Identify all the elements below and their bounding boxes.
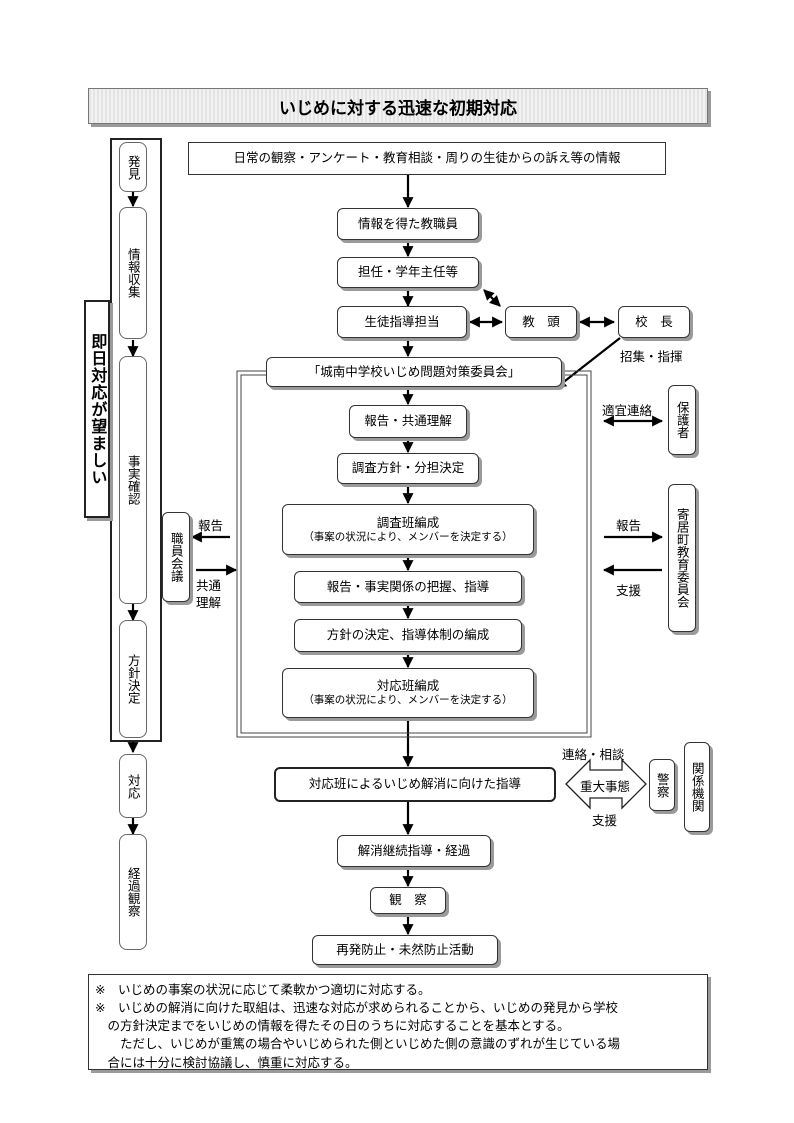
taiohan-box: 対応班編成 （事案の状況により、メンバーを決定する） [282, 668, 534, 718]
shokuin-kaigi-box: 職員会議 [162, 512, 190, 602]
stage-jijitsu: 事実確認 [119, 356, 147, 604]
kankei-kikan-text: 関係機関 [689, 762, 705, 812]
tekigi-renraku-label: 適宜連絡 [602, 403, 653, 418]
staff-box: 情報を得た教職員 [337, 208, 479, 240]
houkoku-left-label: 報告 [198, 518, 224, 533]
hoshin-kettei-box: 方針の決定、指導体制の編成 [294, 619, 522, 652]
info-source-box: 日常の観察・アンケート・教育相談・周りの生徒からの訴え等の情報 [188, 142, 666, 175]
stage-label: 情報収集 [125, 248, 141, 298]
info-source-text: 日常の観察・アンケート・教育相談・周りの生徒からの訴え等の情報 [233, 150, 621, 166]
kankei-kikan-box: 関係機関 [684, 742, 710, 832]
staff-text: 情報を得た教職員 [357, 215, 458, 231]
houkoku-right-label: 報告 [616, 518, 642, 533]
kaisho-text: 解消継続指導・経過 [357, 842, 471, 858]
sokujitsu-frame [110, 138, 162, 742]
shokuin-kaigi-text: 職員会議 [168, 532, 184, 582]
stage-label: 対応 [125, 773, 141, 799]
stage-hakken: 発見 [119, 142, 147, 192]
committee-box: 「城南中学校いじめ問題対策委員会」 [266, 357, 562, 387]
stage-keika: 経過観察 [119, 834, 147, 950]
houkoku-kyotsu-box: 報告・共通理解 [349, 405, 467, 438]
stage-taio: 対応 [119, 754, 147, 818]
houkoku-kyotsu-text: 報告・共通理解 [364, 413, 452, 429]
chosahan-sub-text: （事案の状況により、メンバーを決定する） [303, 530, 513, 543]
hoshin-kettei-text: 方針の決定、指導体制の編成 [326, 627, 490, 643]
chosa-hoshin-box: 調査方針・分担決定 [337, 453, 479, 484]
note-line: ただし、いじめが重篤の場合やいじめられた側といじめた側の意識のずれが生じている場 [95, 1036, 621, 1052]
note-line: ※ いじめの解消に向けた取組は、迅速な対応が求められることから、いじめの発見から… [95, 1000, 618, 1016]
kyotsu-rikai-label: 共通理解 [196, 578, 222, 610]
chosahan-text: 調査班編成 [376, 514, 440, 530]
stage-hoshin: 方針決定 [119, 620, 147, 738]
tannin-box: 担任・学年主任等 [337, 257, 479, 288]
shien-bottom-label: 支援 [592, 813, 618, 828]
kyoto-box: 教 頭 [505, 306, 577, 338]
title-text: いじめに対する迅速な初期対応 [279, 98, 517, 119]
shien-right-label: 支援 [616, 583, 642, 598]
stage-joho: 情報収集 [119, 207, 147, 339]
seito-shido-text: 生徒指導担当 [364, 313, 440, 329]
hogosha-text: 保護者 [674, 401, 690, 439]
saihatsu-text: 再発防止・未然防止活動 [336, 941, 474, 957]
keisatsu-box: 警察 [649, 759, 675, 811]
keisatsu-text: 警察 [654, 772, 670, 798]
note-line: ※ いじめの事案の状況に応じて柔軟かつ適切に対応する。 [95, 982, 431, 997]
chosa-hoshin-text: 調査方針・分担決定 [351, 460, 465, 476]
kyoiku-iinkai-box: 寄居町教育委員会 [668, 484, 696, 632]
kocho-box: 校 長 [618, 306, 690, 338]
notes-box: ※ いじめの事案の状況に応じて柔軟かつ適切に対応する。 ※ いじめの解消に向けた… [88, 974, 708, 1070]
stage-label: 事実確認 [125, 455, 141, 505]
stage-label: 経過観察 [125, 867, 141, 917]
seito-shido-box: 生徒指導担当 [337, 306, 467, 338]
chosahan-box: 調査班編成 （事案の状況により、メンバーを決定する） [282, 504, 534, 555]
saihatsu-box: 再発防止・未然防止活動 [312, 935, 498, 965]
taiohan-text: 対応班編成 [376, 678, 440, 694]
taiohan-shido-text: 対応班によるいじめ解消に向けた指導 [308, 776, 522, 792]
houkoku-jijitsu-box: 報告・事実関係の把握、指導 [294, 571, 522, 603]
shoshu-label: 招集・指揮 [620, 349, 683, 364]
kaisho-box: 解消継続指導・経過 [337, 835, 491, 867]
note-line: の方針決定までをいじめの情報を得たその日のうちに対応することを基本とする。 [95, 1018, 570, 1034]
taiohan-sub-text: （事案の状況により、メンバーを決定する） [303, 694, 513, 707]
kansatsu-box: 観 察 [370, 887, 446, 914]
page-title: いじめに対する迅速な初期対応 [88, 88, 708, 124]
kyoiku-iinkai-text: 寄居町教育委員会 [674, 508, 690, 608]
kansatsu-text: 観 察 [389, 892, 427, 908]
sokujitsu-text: 即日対応が望ましい [88, 332, 108, 486]
taiohan-shido-box: 対応班によるいじめ解消に向けた指導 [274, 767, 556, 802]
sokujitsu-label: 即日対応が望ましい [84, 300, 110, 518]
renraku-sodan-label: 連絡・相談 [562, 747, 625, 762]
tannin-text: 担任・学年主任等 [357, 264, 458, 280]
hogosha-box: 保護者 [668, 385, 696, 455]
note-line: 合には十分に検討協議し、慎重に対応する。 [95, 1054, 358, 1070]
committee-text: 「城南中学校いじめ問題対策委員会」 [307, 363, 521, 379]
stage-label: 発見 [125, 154, 141, 180]
judai-jitai-label: 重大事態 [580, 779, 631, 794]
stage-label: 方針決定 [125, 654, 141, 704]
houkoku-jijitsu-text: 報告・事実関係の把握、指導 [326, 578, 490, 594]
kyoto-text: 教 頭 [522, 313, 560, 329]
kocho-text: 校 長 [635, 313, 673, 329]
